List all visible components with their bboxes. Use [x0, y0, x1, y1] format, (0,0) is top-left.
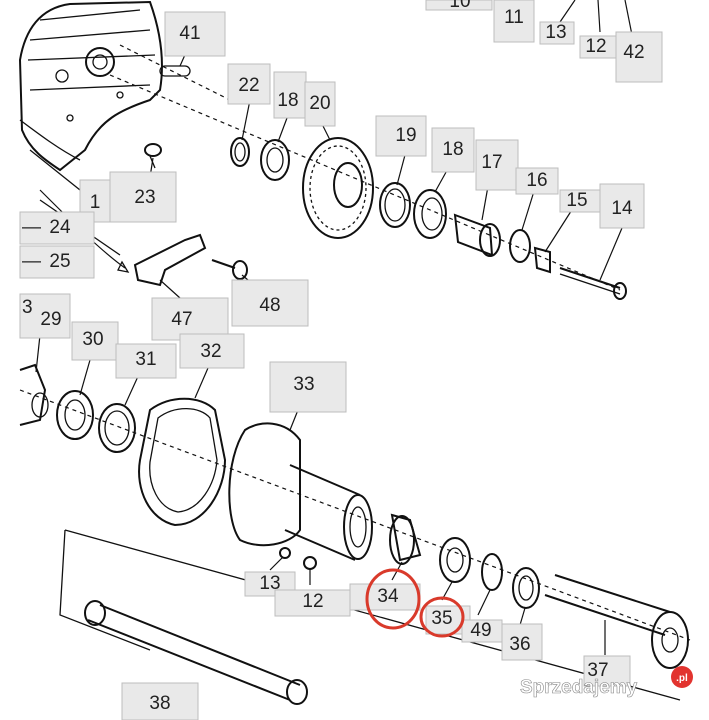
callout-36: 36	[509, 634, 530, 655]
callout-24: 24	[49, 217, 71, 238]
callout-25: 25	[49, 251, 70, 272]
callout-1: 1	[90, 192, 101, 213]
watermark-badge	[671, 666, 693, 688]
callout-47: 47	[171, 309, 192, 330]
callout-37: 37	[587, 660, 608, 681]
callout-38: 38	[149, 693, 170, 714]
callout-33: 33	[293, 374, 314, 395]
callout-35: 35	[431, 608, 452, 629]
callout-14: 14	[611, 198, 633, 219]
callout-16: 16	[526, 170, 547, 191]
callout-41: 41	[179, 23, 200, 44]
callout-10: 10	[449, 0, 470, 12]
callout-49: 49	[470, 620, 491, 641]
callout-34: 34	[377, 586, 399, 607]
callout-12-upper: 12	[585, 36, 606, 57]
callout-12-lower: 12	[302, 591, 323, 612]
callout-18-lower: 18	[442, 139, 463, 160]
callout-17: 17	[481, 152, 502, 173]
callout-32: 32	[200, 341, 221, 362]
highlight-circle-35	[419, 596, 465, 638]
watermark: Sprzedajemy .pl	[520, 666, 693, 698]
bracket-47	[133, 233, 207, 287]
watermark-suffix: .pl	[676, 673, 688, 684]
axis-lines	[19, 44, 691, 641]
callout-23: 23	[134, 187, 155, 208]
upper-shaft-parts	[230, 137, 627, 300]
stud-41	[159, 65, 191, 77]
callout-29: 29	[40, 309, 61, 330]
svg-text:—: —	[22, 251, 41, 272]
callout-13-lower: 13	[259, 573, 280, 594]
callouts: 41 22 18 20 23 1 19 18 17 16 15 14 — 24 …	[19, 0, 663, 720]
callout-11: 11	[504, 7, 524, 28]
watermark-text: Sprzedajemy	[520, 677, 638, 698]
bolt-48	[211, 259, 248, 280]
callout-30: 30	[82, 329, 103, 350]
callout-48: 48	[259, 295, 280, 316]
callout-22: 22	[238, 75, 259, 96]
callout-20: 20	[309, 93, 330, 114]
callout-18-upper: 18	[277, 90, 298, 111]
lower-assembly-parts	[19, 363, 689, 705]
callout-42: 42	[623, 42, 644, 63]
bolt-23	[144, 143, 162, 169]
callout-15: 15	[566, 190, 587, 211]
callout-13-upper: 13	[545, 22, 566, 43]
callout-31: 31	[135, 349, 156, 370]
highlight-circle-34	[365, 568, 421, 630]
highlight-marks	[365, 568, 465, 638]
callout-19: 19	[395, 125, 416, 146]
callout-3: 3	[22, 297, 33, 318]
svg-text:—: —	[22, 217, 41, 238]
